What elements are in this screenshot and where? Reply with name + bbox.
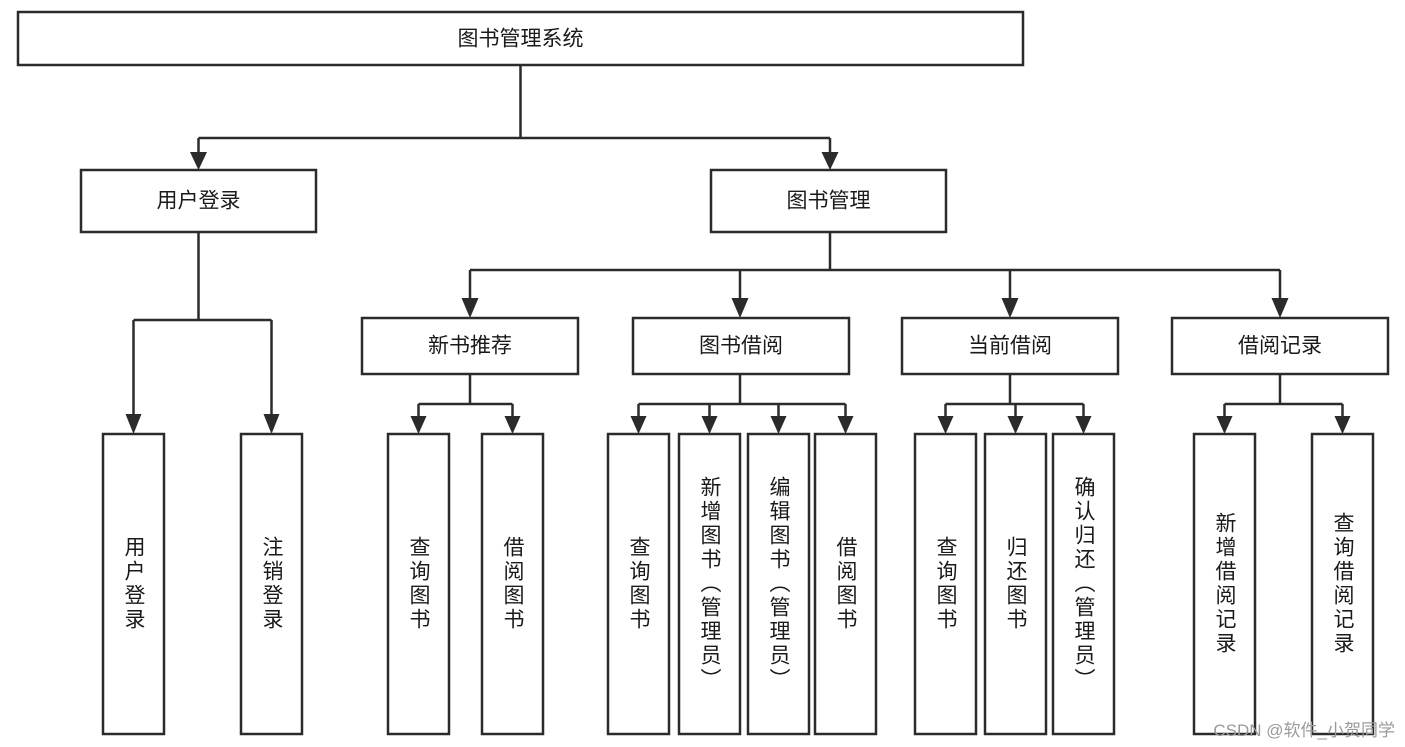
leaf-logout-box[interactable] — [239, 432, 304, 736]
leaf-bb-query-book-box[interactable] — [606, 432, 671, 736]
leaf-bb-query-book-label: 查询图书 — [627, 536, 651, 632]
csdn-watermark: CSDN @软件_小贺同学 — [1213, 721, 1395, 740]
node-current-borrow-box[interactable] — [900, 316, 1120, 376]
leaf-bb-borrow-book-label: 借阅图书 — [834, 536, 858, 632]
connector-group-book-borrow — [630, 374, 854, 434]
leaf-cb-return-book-box[interactable] — [983, 432, 1048, 736]
leaf-br-add-record[interactable]: 新增借阅记录 — [1192, 432, 1257, 736]
leaf-cb-query-book-label: 查询图书 — [934, 536, 958, 632]
connector-group-root — [190, 65, 839, 170]
arrowhead-leaf-user-login — [125, 414, 142, 434]
leaf-bb-borrow-book-box[interactable] — [813, 432, 878, 736]
leaf-nbr-query-book-label: 查询图书 — [407, 536, 431, 632]
node-book-management-box[interactable] — [709, 168, 948, 234]
arrowhead-cb-query-book — [937, 416, 954, 434]
node-current-borrow[interactable]: 当前借阅 — [900, 316, 1120, 376]
node-book-management[interactable]: 图书管理 — [709, 168, 948, 234]
leaf-bb-query-book[interactable]: 查询图书 — [606, 432, 671, 736]
arrowhead-nbr-borrow-book — [504, 416, 521, 434]
leaf-cb-return-book-label: 归还图书 — [1004, 536, 1028, 632]
leaf-cb-confirm-return-label: 确认归还（管理员） — [1072, 476, 1096, 692]
leaf-br-query-record-label: 查询借阅记录 — [1331, 512, 1355, 656]
leaf-bb-edit-book-box[interactable] — [746, 432, 811, 736]
arrowhead-bb-query-book — [630, 416, 647, 434]
leaf-cb-confirm-return[interactable]: 确认归还（管理员） — [1051, 432, 1116, 736]
arrowhead-cb-confirm-return — [1075, 416, 1092, 434]
leaf-logout-label: 注销登录 — [260, 536, 284, 632]
leaf-br-query-record-box[interactable] — [1310, 432, 1375, 736]
node-new-book-recommend[interactable]: 新书推荐 — [360, 316, 580, 376]
connector-group-current-borrow — [937, 374, 1092, 434]
arrowhead-bb-edit-book — [770, 416, 787, 434]
arrowhead-br-add-record — [1216, 416, 1233, 434]
node-root-system-box[interactable] — [16, 10, 1025, 67]
leaf-nbr-borrow-book-box[interactable] — [480, 432, 545, 736]
arrowhead-bb-borrow-book — [837, 416, 854, 434]
connector-group-new-book-rec — [410, 374, 521, 434]
connector-group-borrow-record — [1216, 374, 1351, 434]
arrowhead-bb-add-book — [701, 416, 718, 434]
node-user-login[interactable]: 用户登录 — [79, 168, 318, 234]
node-current-borrow-label: 当前借阅 — [968, 335, 1052, 358]
node-root-system[interactable]: 图书管理系统 — [16, 10, 1025, 67]
leaf-bb-edit-book-label: 编辑图书（管理员） — [767, 476, 791, 692]
node-new-book-recommend-box[interactable] — [360, 316, 580, 376]
node-new-book-recommend-label: 新书推荐 — [428, 335, 512, 358]
leaf-bb-borrow-book[interactable]: 借阅图书 — [813, 432, 878, 736]
leaf-cb-query-book-box[interactable] — [913, 432, 978, 736]
node-user-login-box[interactable] — [79, 168, 318, 234]
arrowhead-user-login — [190, 152, 207, 170]
leaf-user-login[interactable]: 用户登录 — [101, 432, 166, 736]
arrowhead-br-query-record — [1334, 416, 1351, 434]
connector-group-user-login — [125, 232, 280, 434]
leaf-br-add-record-label: 新增借阅记录 — [1213, 512, 1237, 656]
leaf-cb-query-book[interactable]: 查询图书 — [913, 432, 978, 736]
arrowhead-leaf-logout — [263, 414, 280, 434]
arrowhead-new-book-rec — [461, 298, 479, 318]
leaf-bb-add-book[interactable]: 新增图书（管理员） — [677, 432, 742, 736]
node-book-management-label: 图书管理 — [787, 190, 871, 213]
node-borrow-record-label: 借阅记录 — [1238, 335, 1322, 358]
leaf-cb-confirm-return-box[interactable] — [1051, 432, 1116, 736]
node-book-borrow[interactable]: 图书借阅 — [631, 316, 851, 376]
node-root-system-label: 图书管理系统 — [458, 28, 584, 51]
leaf-nbr-borrow-book-label: 借阅图书 — [501, 536, 525, 632]
node-user-login-label: 用户登录 — [157, 190, 241, 213]
leaf-cb-return-book[interactable]: 归还图书 — [983, 432, 1048, 736]
arrowhead-book-mgmt — [821, 152, 839, 170]
leaf-nbr-query-book[interactable]: 查询图书 — [386, 432, 451, 736]
leaf-logout[interactable]: 注销登录 — [239, 432, 304, 736]
arrowhead-current-borrow — [1001, 298, 1019, 318]
connector-group-book-mgmt — [461, 232, 1289, 318]
arrowhead-book-borrow — [731, 298, 749, 318]
arrowhead-cb-return-book — [1007, 416, 1024, 434]
leaf-br-add-record-box[interactable] — [1192, 432, 1257, 736]
arrowhead-nbr-query-book — [410, 416, 427, 434]
leaf-bb-edit-book[interactable]: 编辑图书（管理员） — [746, 432, 811, 736]
node-book-borrow-box[interactable] — [631, 316, 851, 376]
leaf-nbr-borrow-book[interactable]: 借阅图书 — [480, 432, 545, 736]
leaf-bb-add-book-label: 新增图书（管理员） — [698, 476, 722, 692]
leaf-br-query-record[interactable]: 查询借阅记录 — [1310, 432, 1375, 736]
leaf-user-login-label: 用户登录 — [122, 536, 146, 632]
leaf-nbr-query-book-box[interactable] — [386, 432, 451, 736]
node-borrow-record[interactable]: 借阅记录 — [1170, 316, 1390, 376]
leaf-bb-add-book-box[interactable] — [677, 432, 742, 736]
node-book-borrow-label: 图书借阅 — [699, 335, 783, 358]
arrowhead-borrow-record — [1271, 298, 1289, 318]
leaf-user-login-box[interactable] — [101, 432, 166, 736]
node-borrow-record-box[interactable] — [1170, 316, 1390, 376]
